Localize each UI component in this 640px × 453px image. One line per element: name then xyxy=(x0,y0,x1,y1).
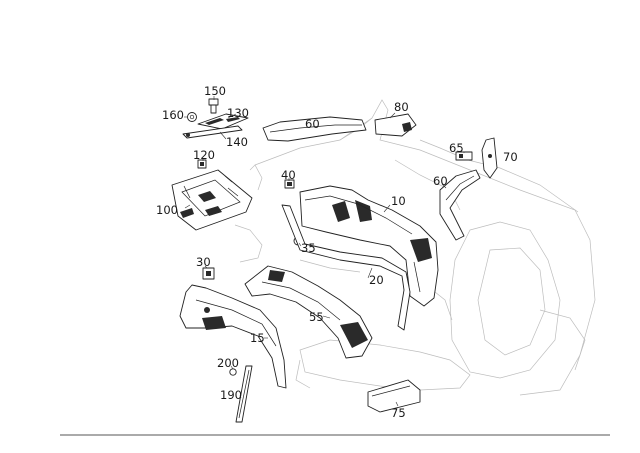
label-140[interactable]: 140 xyxy=(226,135,248,149)
part-120-clip[interactable] xyxy=(197,159,207,169)
part-55-liner[interactable] xyxy=(244,265,373,359)
label-60-upper[interactable]: 60 xyxy=(305,117,320,131)
background-body-outline xyxy=(234,99,596,396)
label-55[interactable]: 55 xyxy=(309,310,324,324)
label-70[interactable]: 70 xyxy=(503,150,518,164)
part-100-plate[interactable] xyxy=(171,169,253,231)
label-20[interactable]: 20 xyxy=(369,273,384,287)
label-60-right[interactable]: 60 xyxy=(433,174,448,188)
label-10[interactable]: 10 xyxy=(391,194,406,208)
part-15-splash-shield[interactable] xyxy=(179,284,287,389)
label-100[interactable]: 100 xyxy=(156,203,178,217)
part-70-bracket[interactable] xyxy=(481,137,498,179)
label-190[interactable]: 190 xyxy=(220,388,242,402)
part-160-nut[interactable] xyxy=(187,112,197,122)
label-120[interactable]: 120 xyxy=(193,148,215,162)
part-10-wheelhouse-liner[interactable] xyxy=(299,185,439,307)
label-15[interactable]: 15 xyxy=(250,331,265,345)
label-200[interactable]: 200 xyxy=(217,356,239,370)
label-160[interactable]: 160 xyxy=(162,108,184,122)
part-150-bolt[interactable] xyxy=(208,98,219,114)
label-30[interactable]: 30 xyxy=(196,255,211,269)
part-140-strip[interactable] xyxy=(182,125,243,139)
label-150[interactable]: 150 xyxy=(204,84,226,98)
part-130-bracket[interactable] xyxy=(197,113,249,130)
label-35[interactable]: 35 xyxy=(301,241,316,255)
part-20-seal[interactable] xyxy=(281,204,411,331)
part-60-upper-strip[interactable] xyxy=(262,116,367,142)
label-130[interactable]: 130 xyxy=(227,106,249,120)
label-65[interactable]: 65 xyxy=(449,141,464,155)
part-80-bracket[interactable] xyxy=(374,113,417,137)
label-75[interactable]: 75 xyxy=(391,406,406,420)
part-40-clip[interactable] xyxy=(284,179,295,189)
label-80[interactable]: 80 xyxy=(394,100,409,114)
label-40[interactable]: 40 xyxy=(281,168,296,182)
part-30-clip[interactable] xyxy=(202,267,215,280)
part-60-curved-strip[interactable] xyxy=(439,169,481,241)
part-190-strip[interactable] xyxy=(235,365,253,423)
leader-lines xyxy=(184,96,465,407)
part-labels: 150 160 130 140 120 100 60 80 65 70 60 4… xyxy=(156,84,518,420)
part-75-block[interactable] xyxy=(367,379,421,413)
